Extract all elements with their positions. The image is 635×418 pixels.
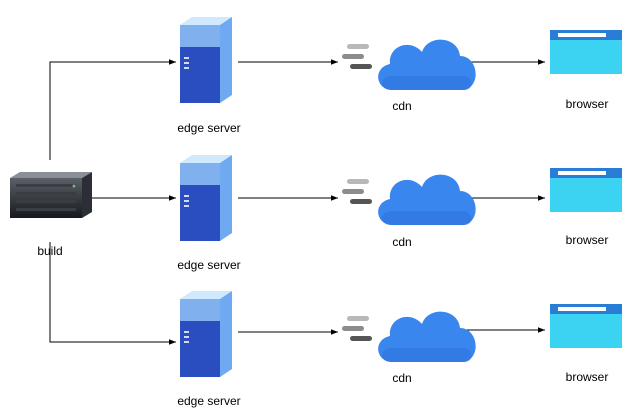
- connector-lines: [49, 59, 545, 345]
- cdn-label: cdn: [392, 235, 411, 249]
- tower-server-icon: [180, 155, 232, 241]
- cdn-label: cdn: [392, 371, 411, 385]
- browser-label: browser: [566, 233, 609, 247]
- build-label: build: [37, 244, 62, 258]
- pipeline-row-1: edge server cdn browser: [177, 17, 622, 135]
- cdn-label: cdn: [392, 99, 411, 113]
- edge-server-label: edge server: [177, 258, 240, 272]
- cloud-icon: [342, 39, 476, 90]
- pipeline-row-3: edge server cdn browser: [177, 291, 622, 408]
- edge-server-label: edge server: [177, 394, 240, 408]
- cloud-icon: [342, 174, 476, 225]
- cloud-icon: [342, 311, 476, 362]
- server-rack-icon: [10, 172, 92, 218]
- pipeline-row-2: edge server cdn browser: [177, 155, 622, 272]
- browser-window-icon: [550, 168, 622, 212]
- tower-server-icon: [180, 291, 232, 377]
- edge-server-label: edge server: [177, 121, 240, 135]
- tower-server-icon: [180, 17, 232, 103]
- browser-label: browser: [566, 370, 609, 384]
- browser-window-icon: [550, 30, 622, 74]
- browser-window-icon: [550, 304, 622, 348]
- arrow-build-to-server-3: [49, 242, 176, 345]
- build-node: build: [10, 172, 92, 258]
- browser-label: browser: [566, 97, 609, 111]
- arrow-build-to-server-1: [49, 59, 176, 160]
